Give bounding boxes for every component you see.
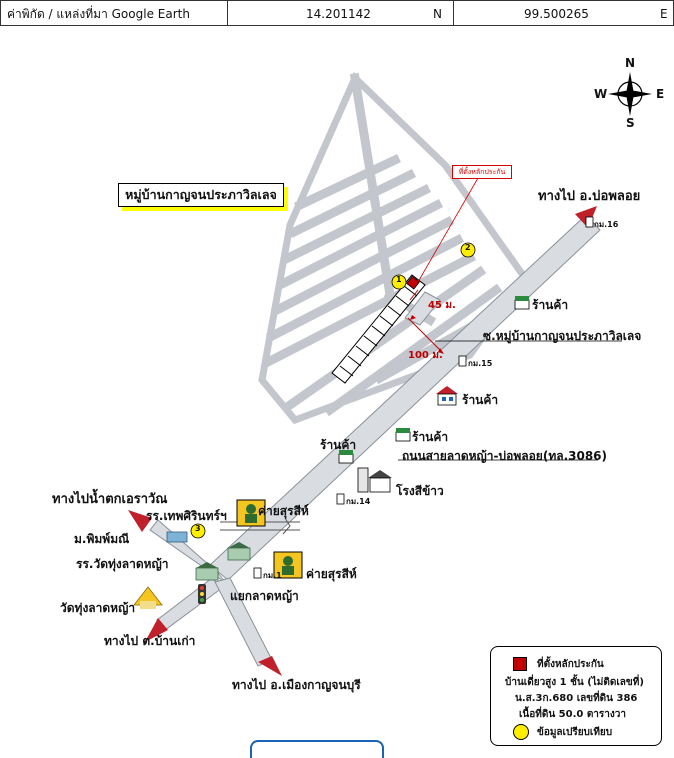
- marker-number-2: 2: [465, 243, 471, 252]
- arrow-to-ban-kao: [145, 618, 168, 642]
- label-road-name: ถนนสายลาดหญ้า-บ่อพลอย(ทล.3086): [402, 449, 608, 463]
- school-icon: [195, 562, 219, 581]
- legend-line-5: ข้อมูลเปรียบเทียบ: [537, 727, 613, 738]
- village-name-box: หมู่บ้านกาญจนประภาวิลเลจ: [118, 183, 284, 207]
- km1-post: [253, 567, 262, 579]
- label-shop-3: ร้านค้า: [412, 430, 449, 444]
- label-km1: กม.1: [263, 571, 282, 580]
- camp-icon: [236, 499, 266, 527]
- latitude-cell: 14.201142 N: [227, 0, 454, 26]
- label-school-1: รร.เทพศิรินทร์ฯ: [146, 509, 227, 523]
- label-to-ban-kao: ทางไป ต.บ้านเก่า: [104, 634, 196, 648]
- bottom-logo-fragment: [250, 740, 384, 758]
- marker-number-3: 3: [195, 524, 201, 533]
- compass-north: N: [625, 56, 636, 70]
- arrow-to-waterfall: [128, 510, 152, 532]
- rice-mill-icon: [357, 467, 392, 493]
- marker-number-1: 1: [396, 275, 402, 284]
- landmark-leader-line: [417, 177, 479, 283]
- house-icon: [436, 386, 458, 406]
- label-km16: กม.16: [594, 220, 619, 229]
- museum-icon: [166, 531, 188, 543]
- compass-south: S: [626, 116, 635, 130]
- compass-icon: [608, 72, 652, 116]
- longitude-direction: E: [660, 7, 668, 21]
- temple-icon: [133, 586, 163, 609]
- shop-icons: [338, 296, 530, 464]
- label-to-kanchanaburi: ทางไป อ.เมืองกาญจนบุรี: [232, 678, 361, 692]
- comparable-marker-1: [391, 274, 407, 290]
- km14-post: [336, 493, 345, 505]
- legend-line-1: ที่ตั้งหลักประกัน: [537, 659, 604, 670]
- shop-icon: [514, 296, 530, 310]
- school-icon: [227, 542, 251, 561]
- km-posts: [253, 216, 594, 579]
- label-shop-4: ร้านค้า: [320, 438, 357, 452]
- coordinate-header: ค่าพิกัด / แหล่งที่มา Google Earth 14.20…: [0, 0, 674, 28]
- dist-45-line: [409, 289, 419, 301]
- arrow-to-kanchanaburi: [258, 656, 282, 676]
- label-shop-2: ร้านค้า: [462, 393, 499, 407]
- label-camp-2: ค่ายสุรสีห์: [306, 567, 357, 581]
- compass-rose: N S E W: [594, 56, 666, 130]
- label-camp-1: ค่ายสุรสีห์: [258, 504, 309, 518]
- legend-collateral-swatch: [513, 657, 527, 671]
- label-rice-mill: โรงสีข้าว: [396, 484, 444, 498]
- label-to-bo-phloi: ทางไป อ.บ่อพลอย: [538, 189, 641, 204]
- shop-icon: [395, 428, 411, 442]
- shop-icon: [338, 450, 354, 464]
- label-museum: ม.พิมพ์มณี: [74, 532, 130, 546]
- legend-line-2: บ้านเดี่ยวสูง 1 ชั้น (ไม่ติดเลขที่): [505, 677, 644, 688]
- camp-icon: [273, 551, 303, 579]
- comparable-markers: [190, 242, 476, 539]
- distance-45m: 45 ม.: [428, 300, 456, 311]
- label-shop-1: ร้านค้า: [532, 298, 569, 312]
- traffic-light-icon: [198, 584, 206, 604]
- km16-post: [585, 216, 594, 228]
- collateral-lot-marker: [406, 275, 420, 290]
- label-junction: แยกลาดหญ้า: [230, 589, 299, 603]
- latitude-direction: N: [433, 7, 442, 21]
- legend-line-3: น.ส.3ก.680 เลขที่ดิน 386: [515, 693, 638, 704]
- dist-100-line: [407, 317, 443, 353]
- village-street-grid: [258, 71, 530, 425]
- km15-post: [458, 355, 467, 367]
- label-temple: วัดทุ่งลาดหญ้า: [60, 601, 136, 615]
- village-boundary: [258, 71, 530, 425]
- collateral-location-tag: ที่ตั้งหลักประกัน: [452, 165, 512, 179]
- compass-west: W: [594, 87, 608, 101]
- label-km15: กม.15: [468, 359, 493, 368]
- map-legend: ที่ตั้งหลักประกัน บ้านเดี่ยวสูง 1 ชั้น (…: [490, 646, 662, 746]
- compass-east: E: [656, 87, 665, 101]
- label-km14: กม.14: [346, 497, 371, 506]
- label-alley: ซ.หมู่บ้านกาญจนประภาวิลเลจ: [483, 329, 642, 343]
- comparable-marker-2: [460, 242, 476, 258]
- longitude-value: 99.500265: [524, 7, 589, 21]
- distance-100m: 100 ม.: [408, 350, 443, 361]
- latitude-value: 14.201142: [306, 7, 371, 21]
- label-to-waterfall: ทางไปน้ำตกเอราวัณ: [52, 492, 168, 507]
- comparable-marker-3: [190, 523, 206, 539]
- legend-comparable-swatch: [513, 724, 529, 740]
- lot-strip: [331, 274, 426, 384]
- legend-line-4: เนื้อที่ดิน 50.0 ตารางวา: [519, 709, 627, 720]
- label-school-2: รร.วัดทุ่งลาดหญ้า: [76, 557, 169, 571]
